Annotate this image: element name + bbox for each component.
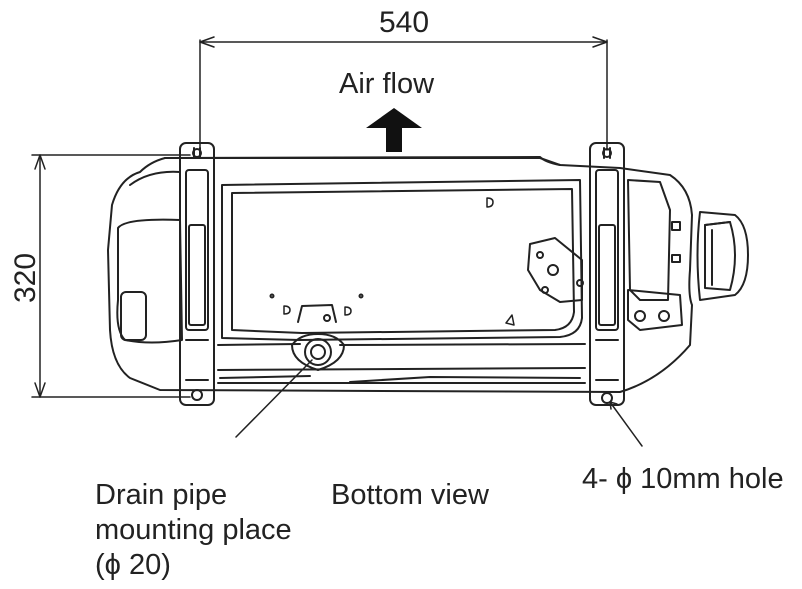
internal-plate xyxy=(527,237,583,303)
drain-clip xyxy=(297,304,337,323)
height-dimension-label: 320 xyxy=(9,252,42,303)
air-flow-label: Air flow xyxy=(339,68,435,100)
view-caption: Bottom view xyxy=(331,479,489,511)
marker-d3 xyxy=(283,305,291,315)
drain-pipe-label-line2: mounting place xyxy=(95,514,292,546)
drain-pipe-label-line1: Drain pipe xyxy=(95,479,228,511)
connection-box xyxy=(696,211,749,301)
width-dimension-label: 540 xyxy=(379,6,430,39)
unit-outer-body xyxy=(107,157,693,393)
air-flow-arrow xyxy=(366,108,422,152)
right-bracket-plate xyxy=(627,289,683,331)
mounting-hole-label: 4- ϕ 10mm hole xyxy=(582,463,784,495)
height-dimension-line xyxy=(31,154,191,398)
right-side-lugs xyxy=(671,221,681,263)
left-side-panel xyxy=(116,218,183,344)
width-dimension-line xyxy=(199,36,608,151)
left-mounting-bracket xyxy=(179,142,215,406)
unit-top-lip xyxy=(164,156,561,166)
drain-pipe-label-line3: (ϕ 20) xyxy=(95,549,171,581)
left-vent xyxy=(120,291,147,341)
drain-leader-line xyxy=(235,359,313,438)
marker-d1 xyxy=(486,197,494,208)
marker-triangle xyxy=(505,314,515,326)
right-mounting-bracket xyxy=(589,142,625,406)
inner-panel xyxy=(221,179,583,341)
right-side-panel xyxy=(627,179,671,301)
marker-d2 xyxy=(344,306,352,316)
hole-leader-line xyxy=(609,401,643,447)
connection-box-inner xyxy=(704,221,736,291)
lower-frame xyxy=(217,343,586,384)
lower-rails xyxy=(219,375,581,383)
left-cap xyxy=(129,170,181,186)
drain-pipe-mount xyxy=(291,333,345,371)
inner-panel-inset xyxy=(231,188,575,334)
